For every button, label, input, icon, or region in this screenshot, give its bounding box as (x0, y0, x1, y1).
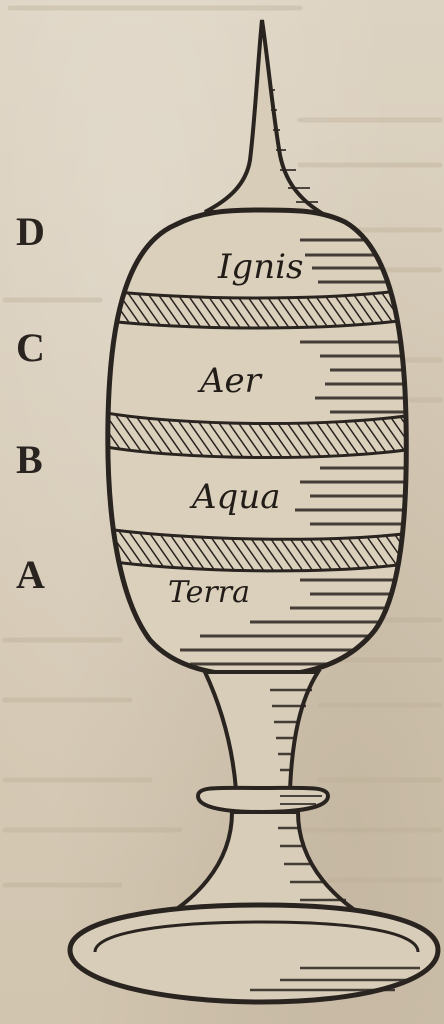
label-c: C (16, 325, 45, 370)
goblet-knop (195, 785, 331, 815)
band-label-ignis: Ignis (217, 247, 303, 287)
label-a: A (16, 552, 45, 597)
label-b: B (16, 437, 43, 482)
goblet-foot (67, 902, 441, 1005)
band-label-aer: Aer (197, 361, 263, 401)
band-label-terra: Terra (168, 575, 250, 610)
label-d: D (16, 209, 45, 254)
band-label-aqua: Aqua (189, 477, 281, 517)
neck-spire (204, 19, 327, 214)
divider-bands (107, 286, 407, 573)
